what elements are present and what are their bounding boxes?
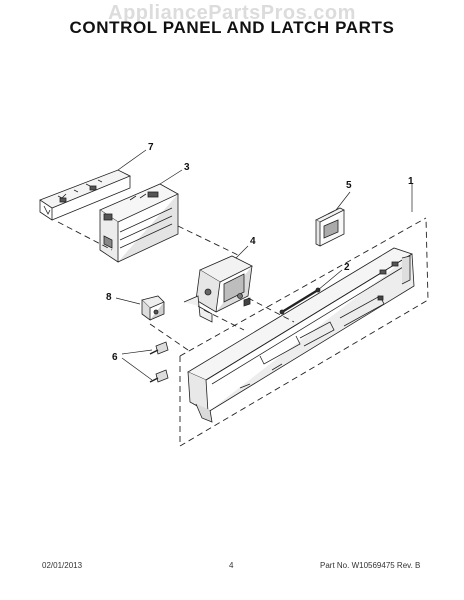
footer-date: 02/01/2013 <box>42 561 83 570</box>
callout-8: 8 <box>106 292 112 303</box>
callout-7: 7 <box>148 142 154 153</box>
callout-2: 2 <box>344 262 350 273</box>
assembly-dashed-lines <box>57 217 429 447</box>
watermark: AppliancePartsPros.com <box>108 2 356 24</box>
part-4-latch <box>183 255 253 323</box>
callout-5: 5 <box>346 180 352 191</box>
callout-4: 4 <box>250 236 256 247</box>
part-1-control-panel <box>187 247 415 423</box>
footer-page-number: 4 <box>229 561 234 570</box>
footer-part-number: Part No. W10569475 Rev. B <box>320 561 421 570</box>
callout-1: 1 <box>408 176 414 187</box>
callout-6: 6 <box>112 352 118 363</box>
part-5-insert <box>315 207 345 247</box>
part-3-control-board <box>99 183 179 263</box>
leader-lines <box>115 149 413 381</box>
page-title: CONTROL PANEL AND LATCH PARTS <box>69 18 395 37</box>
callout-3: 3 <box>184 162 190 173</box>
part-6-screws <box>149 341 169 383</box>
part-8-clip <box>141 295 165 321</box>
part-7-bracket <box>39 169 131 221</box>
